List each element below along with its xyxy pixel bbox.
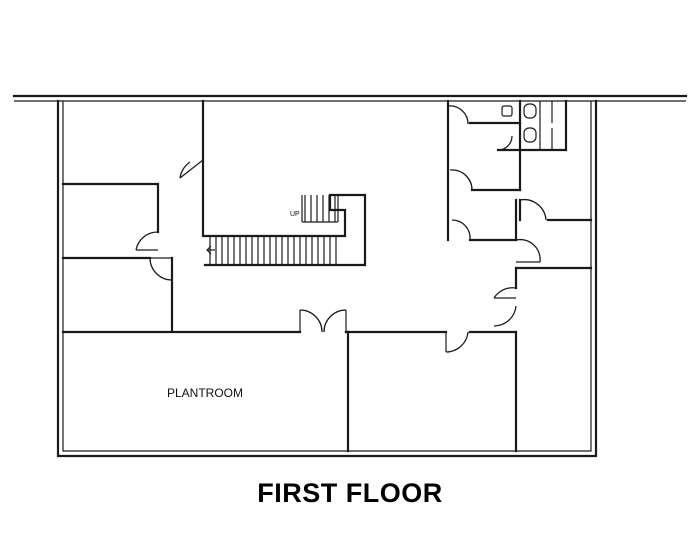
door-lower-middle — [445, 331, 469, 353]
stair-treads-upper-flight — [304, 195, 336, 222]
boundary-line — [12, 94, 688, 102]
stair-up-label: UP — [290, 211, 300, 218]
floor-title: FIRST FLOOR — [257, 478, 443, 508]
door-right-double — [493, 287, 517, 327]
stair-treads-lower-flight — [209, 236, 337, 265]
doors — [135, 105, 547, 353]
toilet-core — [446, 99, 593, 242]
plantroom: PLANTROOM — [167, 330, 350, 453]
left-room-middle — [61, 256, 174, 332]
left-room-upper — [61, 99, 205, 238]
toilet-fixtures — [501, 101, 553, 150]
door-left-upper — [135, 231, 159, 251]
exterior-walls — [56, 99, 598, 458]
plantroom-label: PLANTROOM — [167, 386, 243, 400]
door-toilet-lower — [451, 219, 471, 241]
door-toilet-corridor — [515, 238, 541, 263]
door-corridor-top — [179, 159, 204, 179]
door-toilet-middle — [449, 169, 473, 191]
staircase: UP — [203, 193, 367, 267]
stair-arrow-head — [206, 245, 212, 255]
lower-right-room — [514, 266, 593, 453]
door-left-middle — [149, 257, 173, 281]
door-wc-stall — [497, 135, 513, 151]
door-toilet-right — [519, 198, 547, 221]
door-toilet-upper — [447, 105, 469, 125]
door-plantroom-double — [299, 309, 347, 333]
